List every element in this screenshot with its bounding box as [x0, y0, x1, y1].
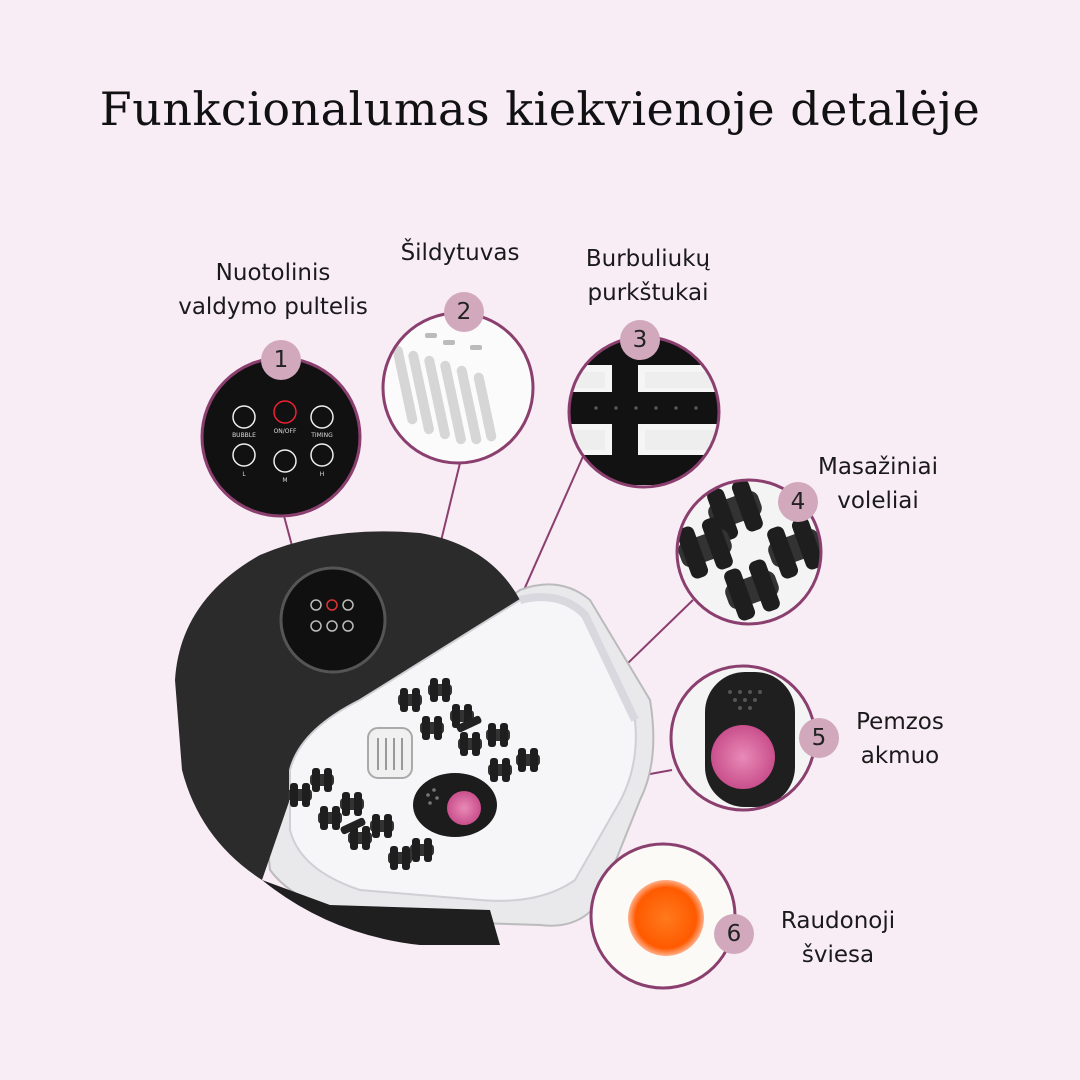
remote-button-timing: TIMING [310, 432, 333, 439]
label-pumice: Pemzos akmuo [856, 709, 944, 769]
label-remote: Nuotolinis valdymo pultelis [178, 260, 368, 320]
label-heater: Šildytuvas [400, 240, 520, 266]
bubble-jets-detail-circle [567, 335, 721, 489]
remote-button-low: L [242, 471, 246, 478]
red-light-detail-circle [589, 842, 737, 990]
badge-3: 3 [620, 320, 660, 360]
remote-button-onoff: ON/OFF [274, 428, 297, 435]
badge-4: 4 [778, 482, 818, 522]
remote-button-high: H [320, 471, 325, 478]
badge-6: 6 [714, 914, 754, 954]
pumice-detail-circle [669, 664, 817, 812]
badge-2: 2 [444, 292, 484, 332]
page-title: Funkcionalumas kiekvienoje detalėje [99, 82, 981, 136]
label-red-light: Raudonoji šviesa [780, 908, 896, 968]
remote-detail-circle: BUBBLE ON/OFF TIMING L M H [200, 356, 362, 518]
heater-detail-circle [381, 311, 535, 465]
label-rollers: Masažiniai voleliai [818, 454, 938, 514]
foot-spa-device [175, 531, 655, 945]
remote-button-bubble: BUBBLE [232, 432, 256, 439]
badge-1: 1 [261, 340, 301, 380]
label-bubble-jets: Burbuliukų purkštukai [585, 246, 711, 306]
badge-5: 5 [799, 718, 839, 758]
remote-button-medium: M [282, 477, 287, 484]
